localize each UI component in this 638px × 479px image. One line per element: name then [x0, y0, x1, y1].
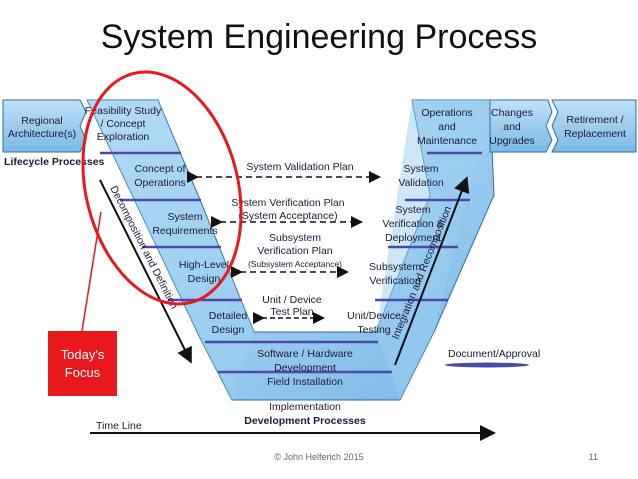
document-approval-label: Document/Approval: [448, 348, 540, 360]
footer-copyright: © John Helferich 2015: [274, 452, 364, 462]
callout-line-1: Today's: [60, 346, 105, 362]
dd-label-1: Detailed: [209, 310, 248, 322]
timeline-label: Time Line: [96, 420, 142, 432]
sw-label-2: Development: [274, 362, 336, 374]
hld-label-1: High-Level: [179, 259, 229, 271]
subsys-verif-label-2: Verification: [369, 275, 421, 287]
plan-arrows: [187, 171, 381, 324]
subsystem-plan-label-1: Subsystem: [269, 232, 321, 244]
development-processes-label: Development Processes: [244, 415, 366, 427]
feasibility-label-3: Exploration: [97, 131, 150, 143]
conops-label-1: Concept of: [135, 163, 186, 175]
changes-label-2: and: [503, 121, 521, 133]
sys-verif-label-2: Verification &: [382, 218, 443, 230]
lifecycle-processes-label: Lifecycle Processes: [4, 156, 105, 168]
unit-testing-label-1: Unit/Device: [347, 310, 401, 322]
changes-block: Changes and Upgrades: [489, 99, 553, 153]
subsystem-plan-label-2: Verification Plan: [257, 245, 332, 257]
feasibility-label-2: / Concept: [101, 118, 146, 130]
validation-plan-label: System Validation Plan: [246, 161, 353, 173]
verification-plan-label-2: (System Acceptance): [238, 210, 337, 222]
focus-circle: [81, 70, 243, 306]
retirement-label-2: Replacement: [564, 128, 626, 140]
sys-verif-label-1: System: [395, 204, 430, 216]
ops-label-1: Operations: [421, 107, 472, 119]
subsys-verif-label-1: Subsystem: [369, 261, 421, 273]
sw-label-1: Software / Hardware: [257, 348, 353, 360]
sys-validation-label-2: Validation: [398, 177, 443, 189]
subsystem-plan-label-3: (Subsystem Acceptance): [248, 259, 342, 269]
changes-label-3: Upgrades: [489, 135, 535, 147]
regional-label-1: Regional: [21, 115, 62, 127]
sysreq-label-1: System: [167, 211, 202, 223]
feasibility-label-1: Feasibility Study: [85, 105, 162, 117]
verification-plan-label-1: System Verification Plan: [231, 197, 344, 209]
document-approval-band: [445, 362, 529, 368]
hld-label-2: Design: [188, 273, 221, 285]
callout-line-2: Focus: [64, 364, 101, 380]
dd-label-2: Design: [212, 324, 245, 336]
ops-label-2: and: [438, 121, 456, 133]
slide-title: System Engineering Process: [100, 18, 538, 56]
unit-plan-label-2: Test Plan: [270, 306, 313, 318]
retirement-block: Retirement / Replacement: [551, 99, 637, 153]
regional-label-2: Architecture(s): [8, 128, 76, 140]
sw-label-3: Field Installation: [267, 376, 343, 388]
page-number: 11: [588, 452, 598, 462]
retirement-label-1: Retirement /: [566, 114, 623, 126]
unit-plan-label-1: Unit / Device: [262, 294, 322, 306]
ops-label-3: Maintenance: [417, 135, 477, 147]
regional-architecture-block: Regional Architecture(s): [2, 99, 87, 153]
sysreq-label-2: Requirements: [152, 225, 217, 237]
unit-testing-label-2: Testing: [357, 324, 390, 336]
sys-verif-label-3: Deployment: [385, 232, 441, 244]
implementation-label: Implementation: [269, 401, 341, 413]
changes-label-1: Changes: [491, 107, 533, 119]
sys-validation-label-1: System: [403, 163, 438, 175]
todays-focus-callout: Today's Focus: [48, 331, 117, 396]
conops-label-2: Operations: [134, 177, 185, 189]
